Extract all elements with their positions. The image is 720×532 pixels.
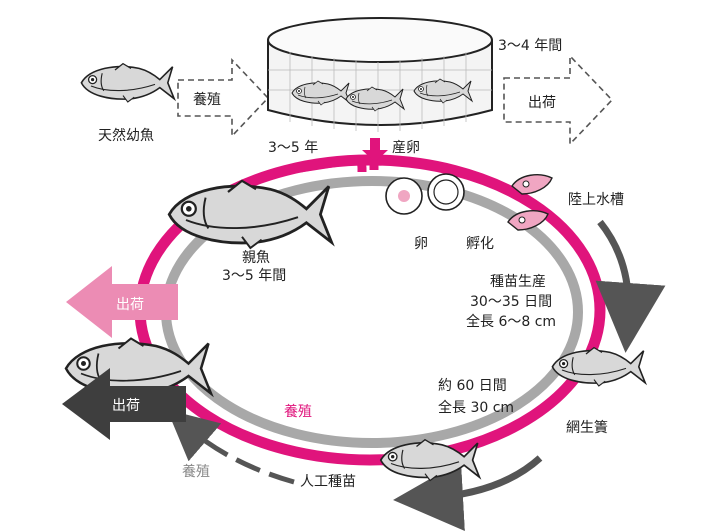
grow-length-label: 全長 30 cm: [438, 399, 514, 416]
hatch-label: 孵化: [466, 236, 494, 252]
seedling-length-label: 全長 6～8 cm: [466, 313, 556, 330]
ship-pink-arrow: [66, 266, 178, 338]
ship-pink-label: 出荷: [116, 297, 144, 313]
culture-dashed-arrow: [167, 409, 295, 485]
artificial-seed-label: 人工種苗: [300, 474, 356, 490]
egg-label: 卵: [414, 236, 428, 252]
spawning-label: 産卵: [392, 140, 420, 156]
ship-dark-label: 出荷: [112, 398, 140, 414]
ship-top-arrow: [503, 54, 614, 146]
parent-period-label: 3～5 年間: [222, 268, 286, 284]
spawning-arrow: [362, 138, 388, 162]
parent-fish-label: 親魚: [242, 250, 270, 266]
net-cage-arrow: [393, 455, 543, 531]
larva-icon: [507, 174, 553, 231]
culture-gray-label: 養殖: [182, 463, 210, 480]
ship-top-label: 出荷: [528, 95, 556, 111]
net-period-label: 3～4 年間: [498, 38, 562, 54]
spawn-years-label: 3～5 年: [268, 140, 318, 156]
culture-top-arrow: [177, 57, 270, 139]
culture-top-label: 養殖: [193, 91, 221, 108]
fish-cage-icon: [267, 17, 493, 132]
egg-icon: [385, 173, 465, 215]
land-tank-arrow: [595, 219, 666, 353]
wild-juvenile-fish-icon: [80, 62, 175, 103]
culture-ring-label: 養殖: [284, 403, 312, 420]
ship-dark-arrow: [62, 368, 186, 440]
seedling-title-label: 種苗生産: [490, 274, 546, 290]
spawning-branch-line: [299, 155, 367, 173]
grow-days-label: 約 60 日間: [438, 378, 507, 394]
seedling-days-label: 30～35 日間: [470, 294, 552, 310]
net-cage-label: 網生簀: [566, 420, 608, 436]
wild-juvenile-label: 天然幼魚: [98, 127, 154, 144]
land-tank-label: 陸上水槽: [568, 192, 624, 208]
